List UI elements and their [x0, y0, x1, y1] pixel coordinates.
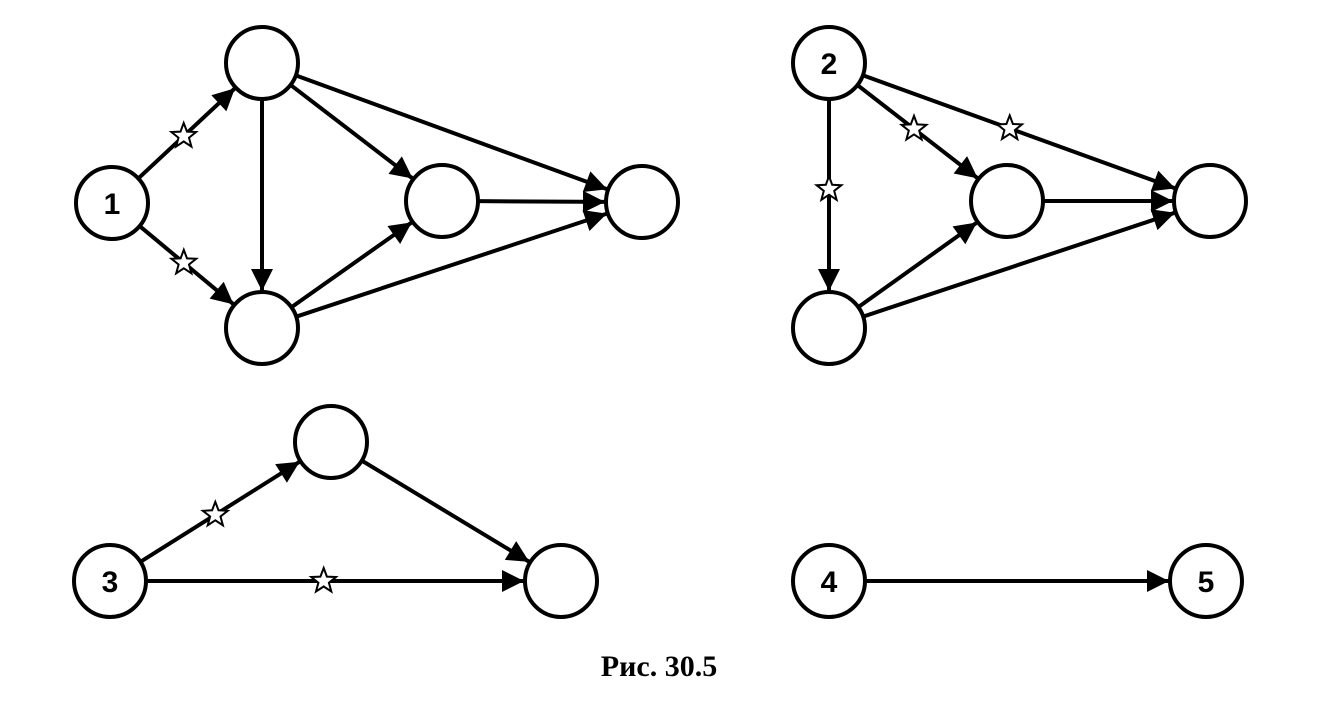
node-circle	[1168, 543, 1244, 619]
edge-g1_bottom-to-g1_right	[295, 210, 608, 319]
star-icon	[898, 113, 930, 142]
star-icon	[200, 498, 231, 528]
node-circle	[74, 165, 150, 241]
edge-line	[289, 83, 414, 181]
edges-layer	[136, 73, 1176, 592]
edge-line	[360, 458, 531, 564]
node-g3_right	[523, 543, 599, 619]
edge-line	[862, 209, 1176, 319]
edge-line	[295, 73, 608, 193]
node-circle	[72, 543, 148, 619]
node-circle	[224, 25, 300, 101]
node-g4_n5: 5	[1168, 543, 1244, 619]
edge-g2_bottom-to-g2_mid	[857, 220, 979, 309]
node-circle	[791, 543, 867, 619]
node-g2_bottom	[791, 290, 867, 366]
edge-g1_top-to-g1_right	[295, 73, 608, 193]
node-label: 5	[1198, 566, 1215, 599]
edge-g2_bottom-to-g2_right	[862, 209, 1176, 319]
star-icon	[994, 112, 1025, 142]
node-g1_top	[224, 25, 300, 101]
edge-line	[862, 73, 1176, 192]
node-circle	[1172, 163, 1248, 239]
node-g2_n2: 2	[791, 25, 867, 101]
figure-caption: Рис. 30.5	[601, 650, 717, 683]
star-icon	[813, 173, 845, 203]
node-circle	[791, 290, 867, 366]
node-label: 3	[102, 566, 119, 599]
node-circle	[791, 25, 867, 101]
star-icon	[168, 246, 199, 276]
node-g1_bottom	[224, 290, 300, 366]
edge-line	[477, 190, 606, 213]
node-label: 2	[821, 48, 838, 81]
edge-g1_mid-to-g1_right	[477, 190, 606, 213]
edge-g1_bottom-to-g1_mid	[290, 220, 413, 309]
node-circle	[969, 163, 1045, 239]
edge-line	[290, 220, 413, 309]
node-g1_mid	[404, 163, 480, 239]
edge-line	[295, 210, 608, 319]
nodes-layer: 1 2 3 4 5	[72, 25, 1248, 619]
node-circle	[604, 164, 680, 240]
node-circle	[293, 404, 369, 480]
node-g1_right	[604, 164, 680, 240]
star-icon	[168, 120, 199, 149]
node-g1_n1: 1	[74, 165, 150, 241]
edge-g1_top-to-g1_mid	[289, 83, 414, 181]
node-g3_top	[293, 404, 369, 480]
edge-g2_n2-to-g2_right	[862, 73, 1176, 192]
node-circle	[404, 163, 480, 239]
edge-line	[857, 220, 979, 309]
node-circle	[523, 543, 599, 619]
edge-g3_top-to-g3_right	[360, 458, 531, 564]
node-label: 4	[821, 566, 838, 599]
star-icon	[308, 565, 339, 594]
stars-layer	[168, 112, 1025, 594]
node-circle	[224, 290, 300, 366]
node-g4_n4: 4	[791, 543, 867, 619]
node-g2_mid	[969, 163, 1045, 239]
node-label: 1	[104, 188, 121, 221]
node-g2_right	[1172, 163, 1248, 239]
node-g3_n3: 3	[72, 543, 148, 619]
